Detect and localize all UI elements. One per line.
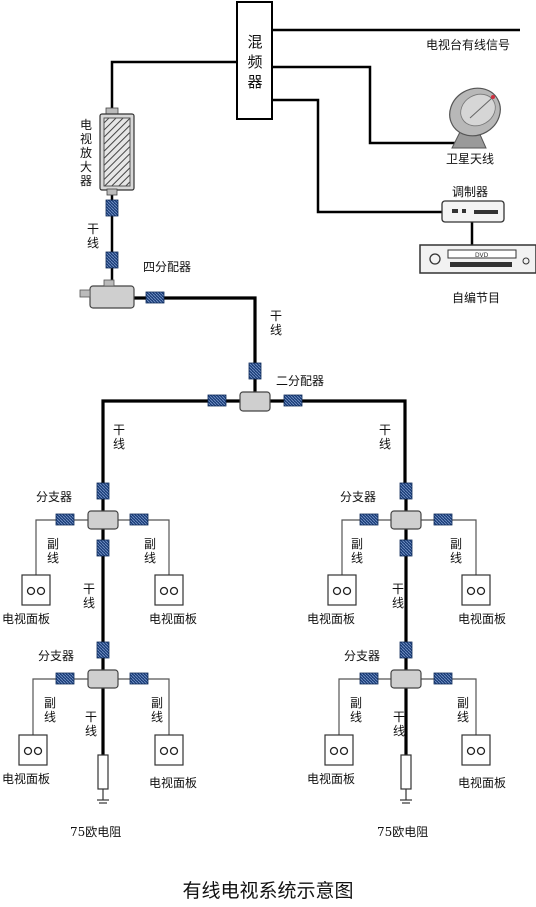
tv-panel-label: 电视面板 [458,776,507,790]
tap-label-left-upper: 分支器 [36,490,73,504]
tv-panel-label: 电视面板 [149,612,198,626]
two-way-splitter-device [239,391,271,412]
tv-panel-label: 电视面板 [458,612,507,626]
self-program-label: 自编节目 [452,291,501,305]
four-way-splitter-device [79,279,135,309]
trunk-label: 干线 [391,582,404,610]
tv-panel-label: 电视面板 [2,612,51,626]
terminator-label-right: 75欧电阻 [377,825,429,839]
amplifier-device [99,107,135,196]
tap-label-left-lower: 分支器 [38,649,75,663]
trunk-label: 干线 [82,582,95,610]
trunk-label: 干线 [392,710,405,738]
tv-station-signal-label: 电视台有线信号 [426,38,511,52]
two-way-splitter-label: 二分配器 [276,374,325,388]
trunk-label-left: 干线 [112,423,125,451]
tv-panels [18,574,491,766]
modulator-device [441,200,505,223]
tap-device-right-upper [390,510,422,530]
tap-device-right-lower [390,669,422,689]
modulator-label: 调制器 [452,185,489,199]
satellite-dish-icon [449,87,501,149]
trunk-label: 干线 [84,710,97,738]
dvd-player-device: DVD [419,244,536,274]
branch-line-label: 副线 [350,537,363,565]
tap-label-right-upper: 分支器 [340,490,377,504]
tv-panel-label: 电视面板 [149,776,198,790]
branch-line-label: 副线 [150,696,163,724]
four-way-splitter-label: 四分配器 [143,260,192,274]
tap-label-right-lower: 分支器 [344,649,381,663]
tv-panel-sockets [23,586,486,756]
amplifier-label: 电视放大器 [79,118,92,188]
mixer-label: 混频器 [247,33,263,91]
satellite-antenna-label: 卫星天线 [446,152,495,166]
tap-device-left-lower [87,669,119,689]
tv-panel-label: 电视面板 [2,772,51,786]
dvd-label: DVD [475,252,489,259]
terminator-resistors [97,754,412,804]
branch-line-label: 副线 [43,696,56,724]
diagram-caption: 有线电视系统示意图 [182,880,354,902]
trunk-label-mid: 干线 [269,309,282,337]
branch-line-label: 副线 [449,537,462,565]
trunk-label-right: 干线 [378,423,391,451]
tv-panel-label: 电视面板 [307,772,356,786]
tap-device-left-upper [87,510,119,530]
terminator-label-left: 75欧电阻 [70,825,122,839]
branch-line-label: 副线 [349,696,362,724]
branch-line-label: 副线 [143,537,156,565]
branch-line-label: 副线 [46,537,59,565]
trunk-label-top: 干线 [86,222,99,250]
mixer-box [236,1,273,120]
branch-line-label: 副线 [456,696,469,724]
tv-panel-label: 电视面板 [307,612,356,626]
cable-connectors [55,199,453,685]
